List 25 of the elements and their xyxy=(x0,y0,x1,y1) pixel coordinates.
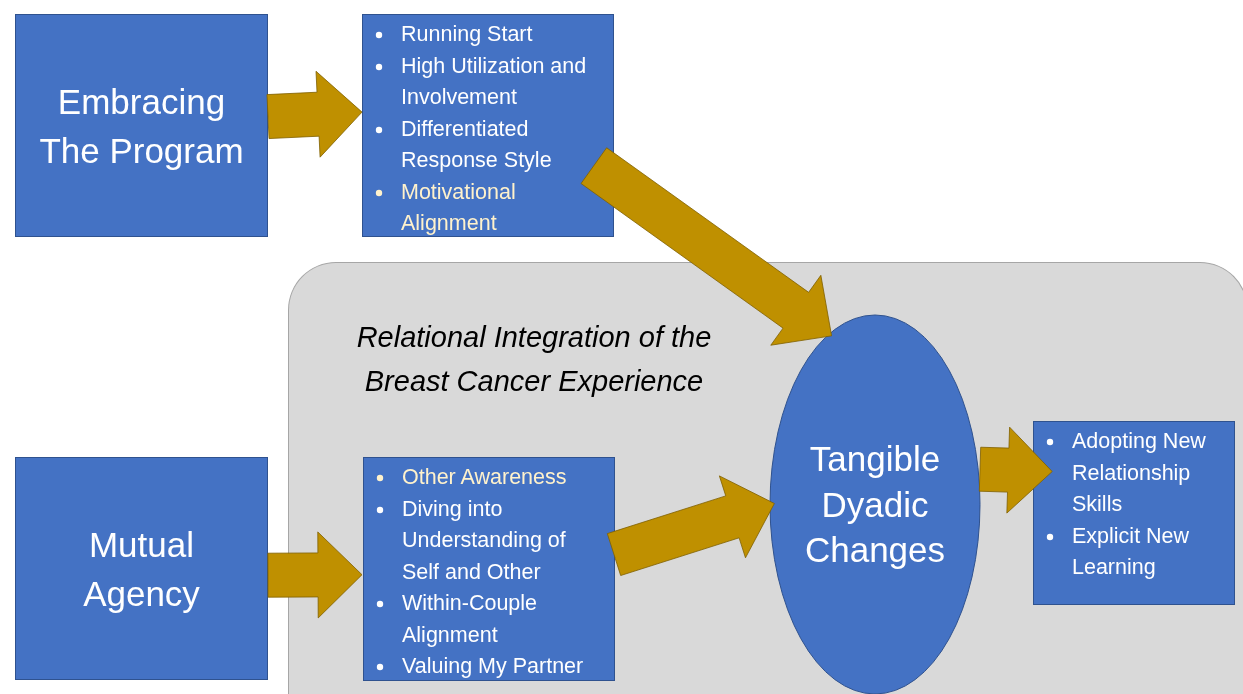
list-item: Valuing My Partner xyxy=(402,654,584,678)
list-item: Differentiated Response Style xyxy=(401,116,552,172)
bullet-list-box xyxy=(363,457,615,681)
bullet-list-box xyxy=(1033,421,1235,605)
theme-panel xyxy=(288,262,1243,694)
concept-box xyxy=(15,14,268,237)
list-item: Explicit New Learning xyxy=(1072,523,1190,579)
node-label: Mutual Agency xyxy=(82,523,201,615)
node-label: Embracing The Program xyxy=(38,80,245,172)
list-item: Running Start xyxy=(401,22,533,46)
panel-title: Relational Integration of the Breast Cancer Experience xyxy=(355,320,713,399)
list-item: Diving into Understanding of Self and Other xyxy=(402,496,566,584)
bullet-list-box xyxy=(362,14,614,237)
node-label: Tangible Dyadic Changes xyxy=(803,438,947,572)
block-arrow xyxy=(978,426,1053,514)
block-arrow xyxy=(267,531,363,619)
list-item: Within-Couple Alignment xyxy=(402,591,538,647)
block-arrow xyxy=(266,70,363,158)
list-item: High Utilization and Involvement xyxy=(401,53,587,109)
list-item: Other Awareness xyxy=(402,465,567,489)
list-item: Motivational Alignment xyxy=(401,179,516,235)
list-item: Adopting New Relationship Skills xyxy=(1072,429,1206,516)
concept-box xyxy=(15,457,268,680)
block-arrow xyxy=(606,475,775,576)
block-arrow xyxy=(580,147,832,346)
